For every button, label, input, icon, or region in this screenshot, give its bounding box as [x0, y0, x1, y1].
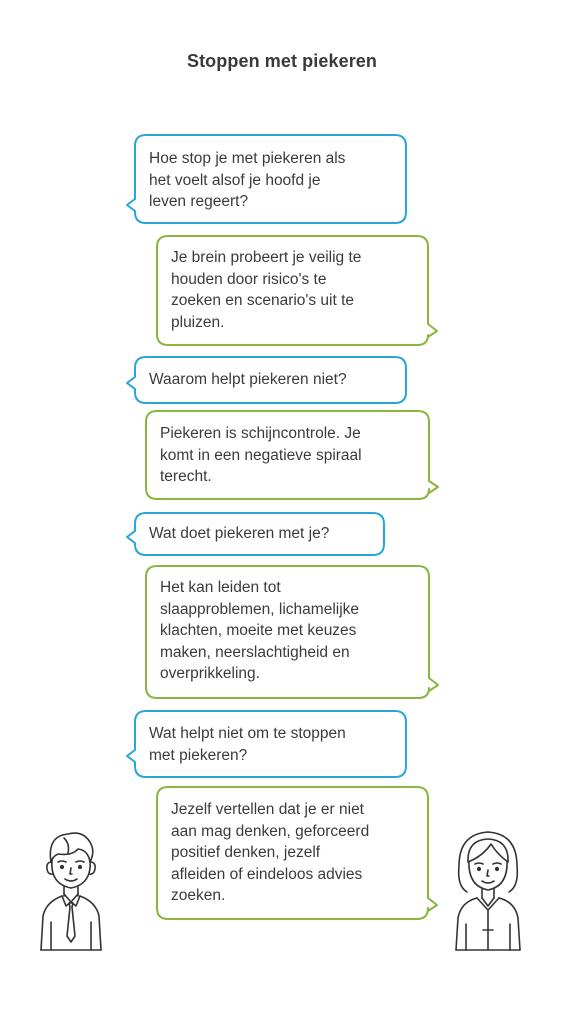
bubble-line: komt in een negatieve spiraal: [160, 446, 362, 464]
bubble-line: Jezelf vertellen dat je er niet: [171, 801, 364, 818]
speech-bubble-outline: [145, 410, 439, 500]
bubble-line: pluizen.: [171, 313, 225, 331]
speech-bubble-outline: [126, 512, 385, 556]
speech-bubble-outline: [126, 356, 407, 404]
bubble-line: slaapproblemen, lichamelijke: [160, 600, 360, 618]
bubble-line: Piekeren is schijncontrole. Je: [160, 425, 361, 442]
bubble-line: overprikkeling.: [160, 665, 260, 682]
bubble-line: Het kan leiden tot: [160, 579, 281, 596]
speech-bubble-outline: [156, 786, 438, 920]
bubble-line: Waarom helpt piekeren niet?: [149, 371, 347, 388]
bubble-line: leven regeert?: [149, 193, 249, 210]
bubble-line: het voelt alsof je hoofd je: [149, 171, 321, 189]
speech-bubble-outline: [126, 134, 407, 224]
diagram-title: Stoppen met piekeren: [186, 51, 378, 71]
bubble-line: positief denken, jezelf: [171, 844, 321, 861]
bubble-line: Wat doet piekeren met je?: [149, 525, 330, 542]
bubble-line: met piekeren?: [149, 746, 248, 764]
woman-icon: [451, 826, 525, 959]
speech-bubble-outline: [145, 565, 439, 699]
bubble-line: Wat helpt niet om te stoppen: [149, 725, 346, 742]
bubble-line: aan mag denken, geforceerd: [171, 822, 370, 840]
bubble-line: zoeken.: [171, 887, 226, 904]
man-icon: [38, 826, 104, 959]
speech-bubble-outline: [156, 235, 438, 346]
bubble-line: Je brein probeert je veilig te: [171, 249, 362, 266]
bubble-line: terecht.: [160, 468, 212, 485]
bubble-line: Hoe stop je met piekeren als: [149, 150, 346, 167]
bubble-line: maken, neerslachtigheid en: [160, 643, 350, 661]
bubble-line: houden door risico's te: [171, 270, 327, 288]
bubble-line: zoeken en scenario's uit te: [171, 292, 355, 309]
bubble-line: afleiden of eindeloos advies: [171, 865, 363, 883]
speech-bubble-outline: [126, 710, 407, 778]
bubble-line: klachten, moeite met keuzes: [160, 622, 357, 639]
